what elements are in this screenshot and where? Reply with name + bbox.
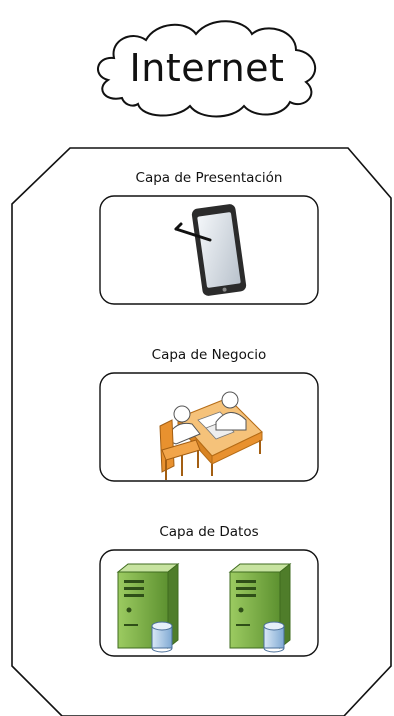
business-layer-title: Capa de Negocio [151, 347, 267, 363]
cloud-label: Internet [129, 46, 285, 90]
data-layer-title: Capa de Datos [159, 524, 259, 540]
server-icon [116, 562, 180, 653]
cloud-icon [97, 20, 317, 118]
server-icon [228, 562, 292, 653]
business-meeting-icon [159, 391, 263, 480]
tablet-icon [174, 204, 247, 296]
presentation-layer-title: Capa de Presentación [135, 170, 283, 186]
